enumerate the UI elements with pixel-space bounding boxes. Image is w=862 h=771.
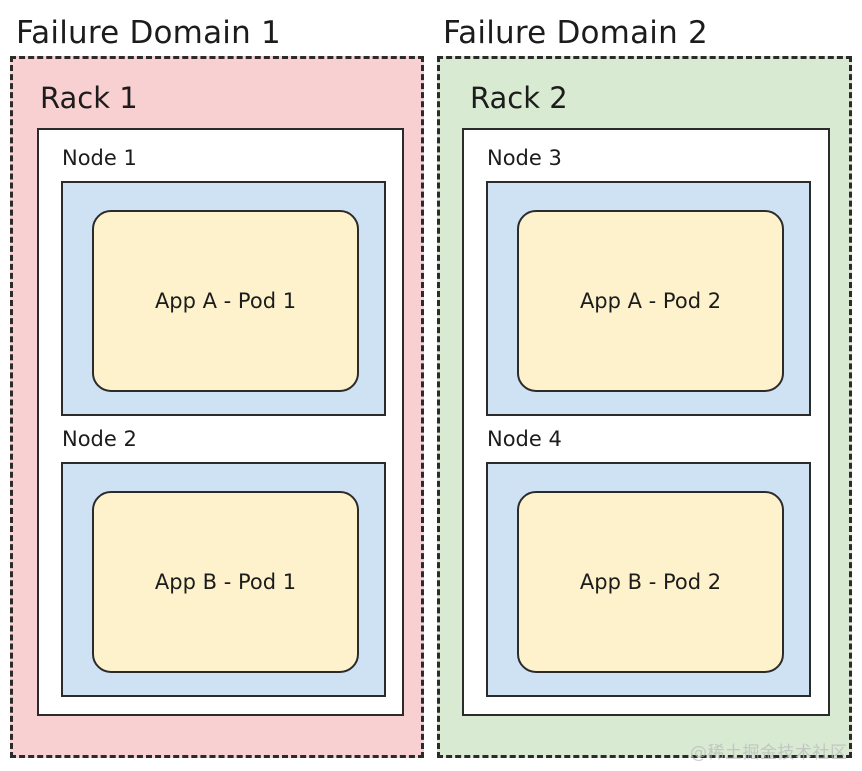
rack-1-container: Node 1 App A - Pod 1 Node 2 App B - Pod …	[37, 128, 404, 716]
failure-domain-1-title: Failure Domain 1	[16, 15, 281, 51]
node-2-box: App B - Pod 1	[61, 462, 386, 697]
pod-app-a-pod-2: App A - Pod 2	[517, 210, 784, 392]
pod-app-a-pod-2-label: App A - Pod 2	[579, 288, 722, 313]
failure-domain-2-title: Failure Domain 2	[443, 15, 708, 51]
node-4-label: Node 4	[487, 427, 562, 451]
pod-app-b-pod-1: App B - Pod 1	[92, 491, 359, 673]
pod-app-b-pod-2: App B - Pod 2	[517, 491, 784, 673]
node-4-box: App B - Pod 2	[486, 462, 811, 697]
rack-2-container: Node 3 App A - Pod 2 Node 4 App B - Pod …	[462, 128, 830, 716]
pod-app-b-pod-2-label: App B - Pod 2	[579, 569, 722, 594]
rack-2-title: Rack 2	[470, 81, 568, 115]
node-1-box: App A - Pod 1	[61, 181, 386, 416]
pod-app-a-pod-1-label: App A - Pod 1	[154, 288, 297, 313]
node-1-label: Node 1	[62, 146, 137, 170]
rack-1-title: Rack 1	[40, 81, 138, 115]
node-3-box: App A - Pod 2	[486, 181, 811, 416]
node-3-label: Node 3	[487, 146, 562, 170]
pod-app-b-pod-1-label: App B - Pod 1	[154, 569, 297, 594]
pod-app-a-pod-1: App A - Pod 1	[92, 210, 359, 392]
node-2-label: Node 2	[62, 427, 137, 451]
